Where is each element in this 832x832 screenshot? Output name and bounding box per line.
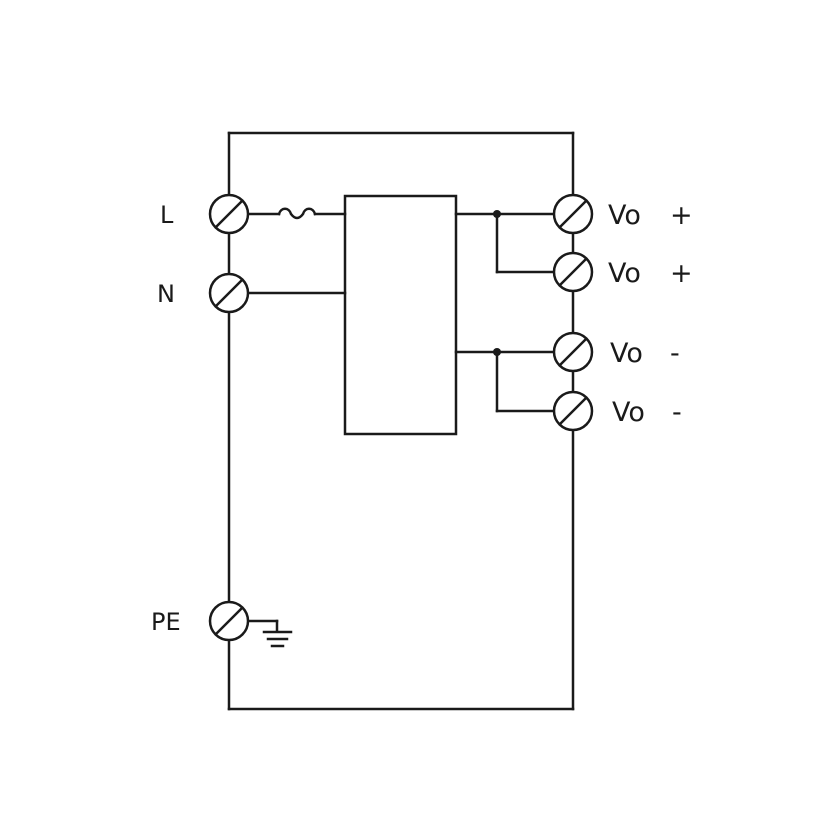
terminal-vo-plus-2-icon xyxy=(552,251,594,293)
terminal-pe-icon xyxy=(208,600,250,642)
fuse-symbol xyxy=(277,207,317,220)
label-l: L xyxy=(160,201,174,229)
terminal-n-icon xyxy=(208,272,250,314)
enclosure-outline xyxy=(227,131,575,711)
negative-output-wires xyxy=(454,350,556,413)
label-vo-minus-2: Vo xyxy=(612,397,645,428)
label-vo-plus-1-sign: + xyxy=(670,200,693,231)
terminal-vo-minus-1-icon xyxy=(552,331,594,373)
label-n: N xyxy=(157,280,175,308)
converter-block xyxy=(343,194,458,436)
label-vo-minus-1-sign: - xyxy=(670,338,680,369)
positive-output-wires xyxy=(454,212,556,274)
earth-wire xyxy=(246,619,279,632)
terminal-vo-minus-2-icon xyxy=(552,390,594,432)
label-vo-plus-2-sign: + xyxy=(670,258,693,289)
label-vo-plus-1: Vo xyxy=(608,200,641,231)
terminal-vo-plus-1-icon xyxy=(552,193,594,235)
junction-dot-negative xyxy=(493,348,501,356)
label-pe: PE xyxy=(151,608,181,636)
label-vo-minus-2-sign: - xyxy=(672,397,682,428)
label-vo-minus-1: Vo xyxy=(610,338,643,369)
terminal-l-icon xyxy=(208,193,250,235)
junction-dot-positive xyxy=(493,210,501,218)
ground-icon xyxy=(262,630,293,648)
line-wire xyxy=(246,207,347,220)
label-vo-plus-2: Vo xyxy=(608,258,641,289)
